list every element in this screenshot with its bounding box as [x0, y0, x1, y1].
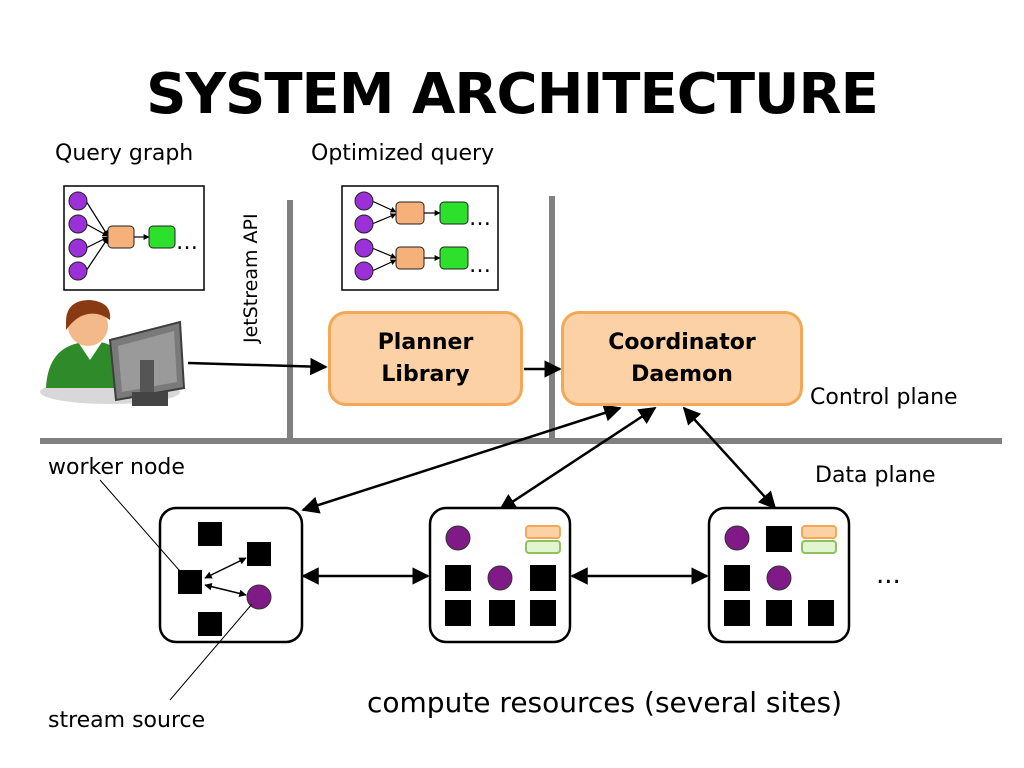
worker-stream-source: [487, 565, 513, 591]
worker-task: [724, 565, 750, 591]
worker-stream-source: [246, 584, 272, 610]
graph-ellipsis: …: [176, 230, 198, 255]
query-graph-box: …: [63, 185, 205, 291]
source-node: [354, 261, 374, 281]
data-plane-label: Data plane: [815, 463, 936, 488]
worker-task: [530, 600, 556, 626]
worker-task: [808, 600, 834, 626]
worker-stream-source: [766, 565, 792, 591]
slide-title: SYSTEM ARCHITECTURE: [146, 62, 879, 127]
worker-stream-source: [445, 525, 471, 551]
worker-task: [445, 565, 471, 591]
worker-operator: [801, 525, 837, 539]
worker-task: [724, 600, 750, 626]
planner-library-box: Planner Library: [328, 311, 523, 406]
coordinator-label-line1: Coordinator: [608, 329, 756, 355]
compute-resources-label: compute resources (several sites): [367, 686, 842, 719]
source-node: [68, 214, 88, 234]
coordinator-worker3-link: [682, 406, 777, 510]
source-node: [354, 238, 374, 258]
worker-task: [766, 526, 792, 552]
worker-task: [530, 565, 556, 591]
stream-source-callout: [169, 603, 253, 701]
coordinator-worker1-link: [301, 404, 622, 514]
worker-operator: [801, 540, 837, 554]
operator-node: [107, 225, 135, 249]
worker-task: [489, 600, 515, 626]
worker-task: [766, 600, 792, 626]
optimized-query-label: Optimized query: [311, 141, 495, 166]
source-node: [354, 214, 374, 234]
stream-source-label: stream source: [48, 708, 206, 733]
worker-node-callout: [99, 479, 187, 579]
planner-label-line2: Library: [381, 361, 470, 387]
operator-node: [395, 201, 425, 225]
source-node: [68, 238, 88, 258]
sink-node: [439, 201, 469, 225]
control-plane-label: Control plane: [810, 385, 958, 410]
graph-ellipsis: …: [469, 206, 491, 231]
worker-task: [247, 542, 271, 566]
user-to-planner-arrow: [187, 357, 328, 376]
sink-node: [439, 246, 469, 270]
worker-node-1: [158, 506, 304, 644]
worker-operator: [525, 525, 561, 539]
source-node: [68, 191, 88, 211]
worker-node-label: worker node: [48, 455, 185, 480]
source-node: [354, 191, 374, 211]
user-computer-icon: [40, 300, 186, 406]
worker-operator: [525, 540, 561, 554]
worker-stream-source: [724, 525, 750, 551]
coordinator-worker2-link: [498, 406, 657, 512]
worker-node-2: [428, 506, 572, 644]
worker-task: [445, 600, 471, 626]
api-label: JetStream API: [240, 213, 262, 343]
optimized-query-box: … …: [341, 185, 499, 291]
worker-task: [198, 612, 222, 636]
source-node: [68, 261, 88, 281]
query-graph-label: Query graph: [55, 141, 194, 166]
worker-node-3: [707, 506, 851, 644]
more-workers-ellipsis: ...: [876, 560, 901, 590]
graph-ellipsis: …: [469, 253, 491, 278]
coordinator-label-line2: Daemon: [631, 361, 733, 387]
worker-task: [198, 522, 222, 546]
operator-node: [395, 246, 425, 270]
sink-node: [148, 225, 176, 249]
planner-label-line1: Planner: [377, 329, 474, 355]
coordinator-daemon-box: Coordinator Daemon: [561, 311, 803, 406]
